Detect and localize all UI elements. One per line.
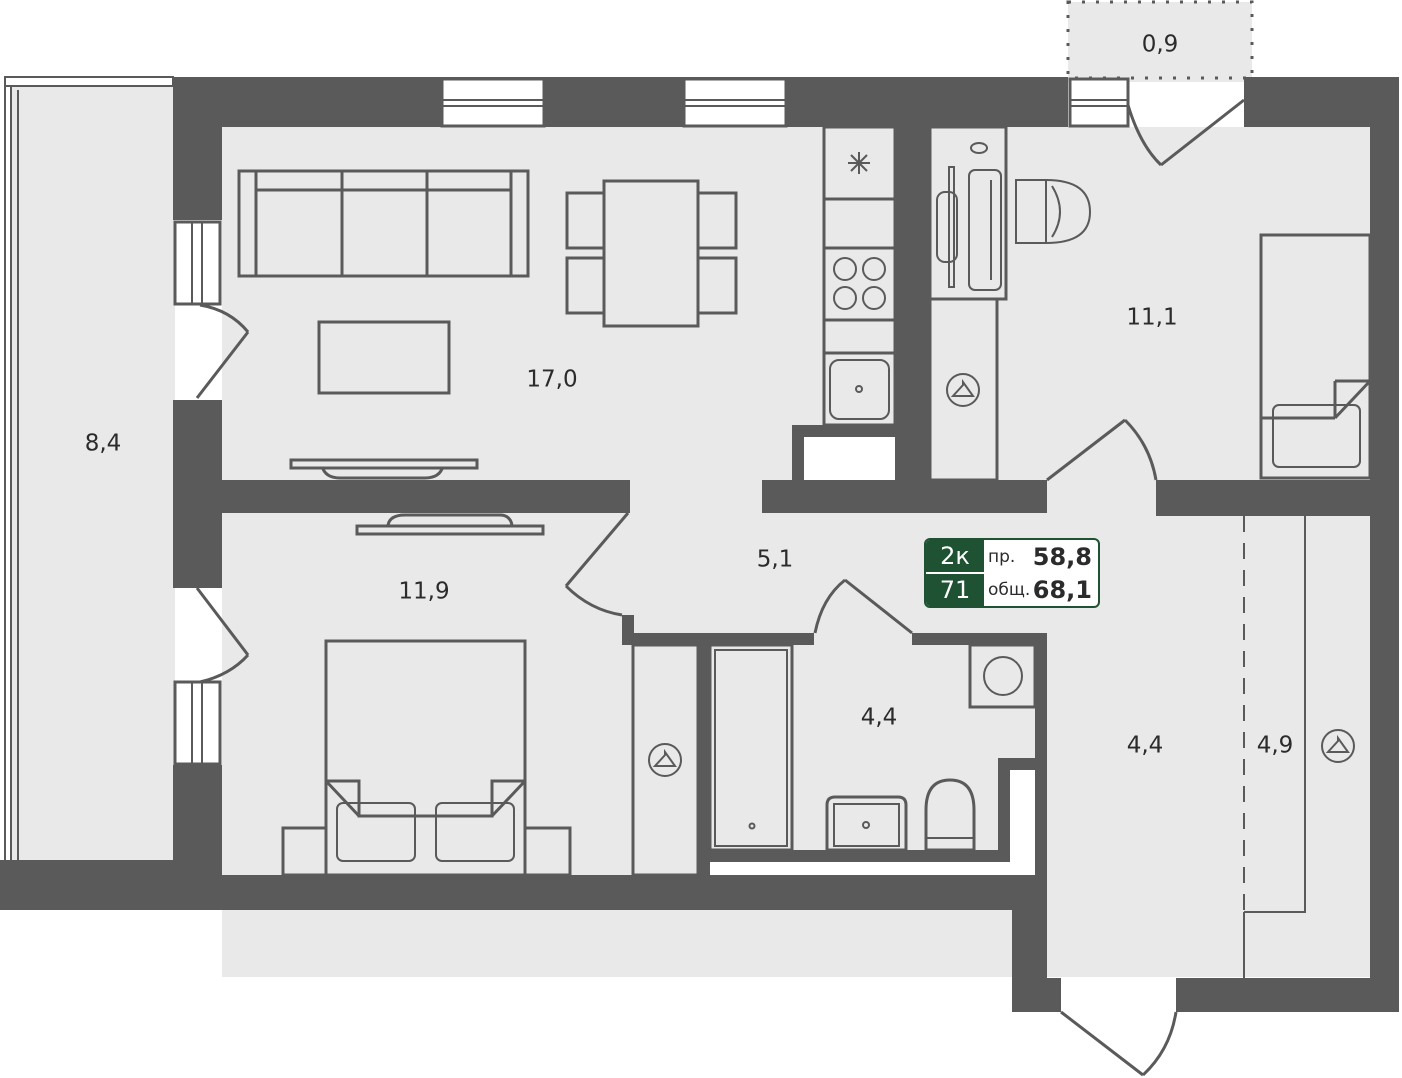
windows (173, 77, 1130, 766)
door-bedroom2 (564, 512, 630, 617)
bathroom-fixtures (708, 643, 1037, 852)
apartment-badge: 2к 71 пр. 58,8 общ. 68,1 (924, 538, 1100, 608)
area-bedroom2: 11,9 (398, 579, 449, 605)
area-small-balcony: 0,9 (1142, 32, 1179, 58)
sink-icon (829, 359, 890, 420)
door-entrance (1060, 1010, 1178, 1077)
living-area-row: пр. 58,8 (988, 540, 1092, 573)
badge-id: 2к 71 (926, 540, 984, 606)
nightstand-right (523, 826, 572, 877)
area-wardrobe: 4,9 (1257, 733, 1294, 759)
doors (195, 98, 1245, 1077)
total-area-value: 68,1 (1032, 575, 1092, 604)
chair (1045, 179, 1092, 244)
mouse (970, 142, 988, 154)
door-bedroom1 (1046, 418, 1158, 482)
bathtub (708, 643, 794, 852)
monitor (948, 166, 955, 288)
window-left-2 (173, 680, 222, 766)
area-living: 17,0 (526, 367, 577, 393)
area-balcony: 8,4 (85, 431, 122, 457)
door-balcony-lower (195, 587, 250, 684)
walls (0, 77, 1399, 1012)
hanger-icon (946, 373, 980, 407)
double-bed (324, 639, 527, 877)
area-entrance: 4,4 (1127, 733, 1164, 759)
bedroom1-furniture (928, 125, 1372, 482)
nightstand-left (281, 826, 330, 877)
dining-table (565, 179, 738, 328)
total-area-row: общ. 68,1 (988, 573, 1092, 606)
fridge-icon (848, 152, 870, 174)
hanger-icon (1321, 729, 1355, 763)
small-balcony-floor (1068, 2, 1252, 82)
toilet (924, 778, 976, 852)
window-left-1 (173, 220, 222, 306)
window-top-2 (682, 77, 788, 128)
keyboard (968, 169, 1002, 291)
hanger-icon (648, 743, 682, 777)
room-count: 2к (926, 540, 984, 574)
tv-stand (289, 458, 479, 480)
stove-icon (833, 257, 886, 310)
living-furniture (237, 169, 738, 480)
sofa (237, 169, 530, 278)
total-area-label: общ. (988, 579, 1031, 600)
wardrobe-hall (631, 643, 700, 877)
area-hall: 5,1 (757, 547, 794, 573)
living-area-label: пр. (988, 546, 1016, 567)
coffee-table (317, 320, 451, 395)
hanger-icons (648, 373, 1355, 777)
bedroom2-furniture (281, 513, 700, 877)
window-top-3 (1068, 77, 1130, 128)
bed-single (1259, 233, 1372, 480)
area-labels: 17,0 8,4 11,9 5,1 4,4 11,1 0,9 4,4 4,9 (85, 32, 1294, 759)
window-top-1 (440, 77, 546, 128)
kitchen (822, 125, 897, 427)
badge-areas: пр. 58,8 общ. 68,1 (984, 540, 1098, 606)
washing-machine (968, 643, 1037, 709)
tv-bedroom (355, 513, 545, 536)
living-area-value: 58,8 (1032, 542, 1092, 571)
small-balcony-outline (1066, 0, 1254, 80)
entrance-wardrobe (1243, 516, 1306, 978)
balcony-glazing (4, 76, 174, 860)
washbasin (825, 795, 908, 852)
door-small-balcony (1126, 98, 1245, 167)
balcony-floor (10, 85, 175, 860)
area-bedroom1: 11,1 (1126, 305, 1177, 331)
wardrobe-kitchen (928, 297, 999, 482)
apartment-number: 71 (939, 576, 971, 604)
area-bathroom: 4,4 (861, 705, 898, 731)
door-balcony-upper (195, 303, 250, 399)
door-bathroom (813, 578, 913, 635)
